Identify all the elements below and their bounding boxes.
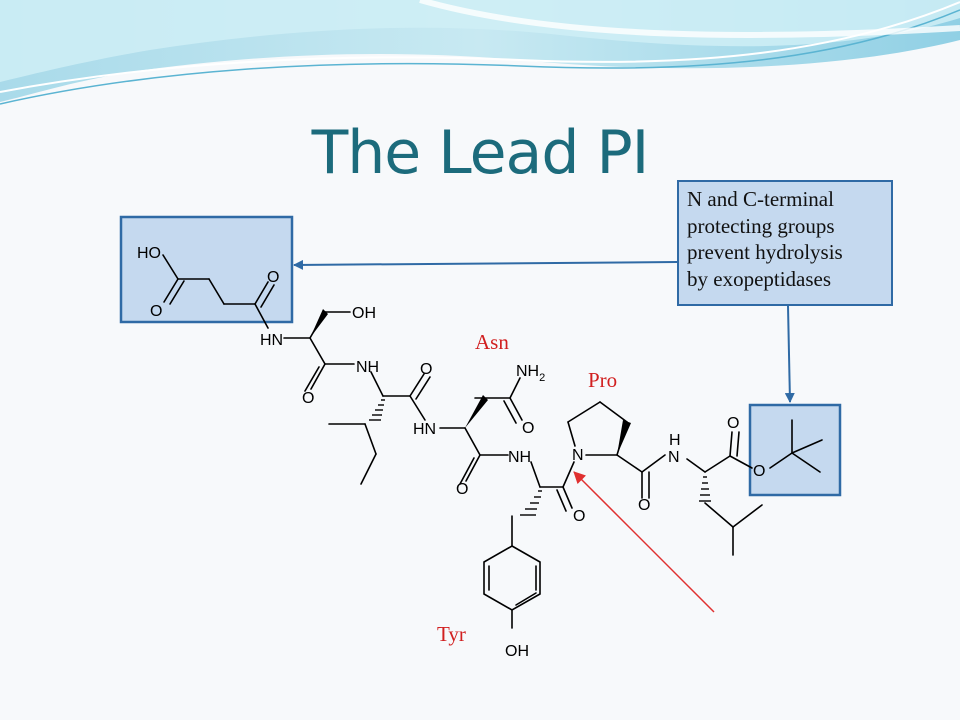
c-terminal-group-box — [748, 403, 842, 497]
atom-o: O — [638, 497, 650, 514]
residue-label-tyr: Tyr — [437, 622, 466, 646]
callout-line-1: N and C-terminal — [687, 187, 834, 211]
arrow-to-n-terminal — [293, 259, 678, 270]
atom-oh: OH — [352, 305, 376, 322]
residue-label-pro: Pro — [588, 368, 617, 392]
atom-o: O — [522, 420, 534, 437]
atom-nh: NH — [356, 359, 379, 376]
header-wave — [0, 0, 960, 105]
callout-box: N and C-terminal protecting groups preve… — [677, 180, 893, 306]
atom-n: N — [572, 447, 584, 464]
atom-hn: HN — [413, 421, 436, 438]
callout-line-2: protecting groups — [687, 213, 835, 238]
atom-n: N — [668, 449, 680, 466]
arrow-to-c-terminal — [784, 305, 795, 403]
n-terminal-group-box — [119, 215, 294, 324]
callout-line-3: prevent hydrolysis — [687, 240, 843, 264]
atom-nh: NH — [508, 449, 531, 466]
stereo-wedges — [310, 309, 631, 455]
atom-o: O — [727, 415, 739, 432]
residue-label-asn: Asn — [475, 330, 509, 354]
atom-o: O — [150, 303, 162, 320]
atom-o: O — [456, 481, 468, 498]
atom-oh: OH — [505, 643, 529, 660]
atom-hn: HN — [260, 332, 283, 349]
arrow-to-cleavage-site — [573, 471, 715, 613]
atom-o: O — [573, 508, 585, 525]
stereo-hashes — [369, 399, 711, 516]
atom-o: O — [267, 269, 279, 286]
atom-o: O — [302, 390, 314, 407]
atom-nh2-main: NH — [516, 363, 539, 380]
slide-title: The Lead PI — [311, 118, 650, 188]
atom-h: H — [669, 432, 681, 449]
atom-ho: HO — [137, 245, 161, 262]
atom-o: O — [753, 463, 765, 480]
atom-labels: HO O O HN OH NH O O HN NH2 O O NH O N O … — [137, 245, 765, 660]
atom-nh2-subscript: 2 — [539, 372, 545, 384]
callout-line-4: by exopeptidases — [687, 266, 832, 291]
atom-nh2: NH2 — [516, 363, 545, 384]
atom-o: O — [420, 361, 432, 378]
